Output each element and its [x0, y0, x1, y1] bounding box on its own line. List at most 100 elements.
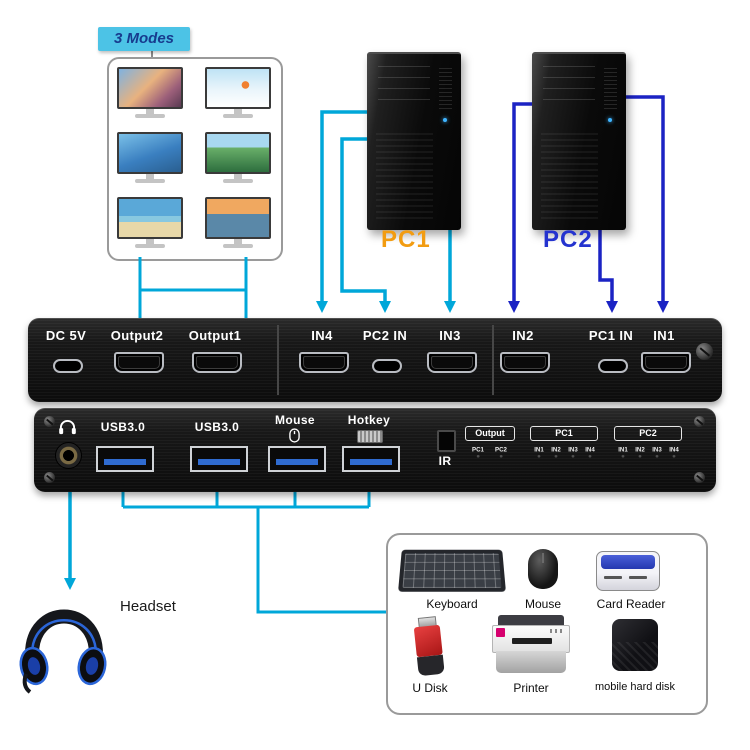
printer-body	[492, 625, 570, 653]
mobile-hard-disk-label: mobile hard disk	[594, 681, 676, 693]
led-pc2-in3: IN3	[652, 446, 662, 458]
screw-icon	[44, 416, 55, 427]
case-grille	[376, 133, 433, 220]
front-vents	[604, 68, 617, 112]
card-slot	[629, 576, 647, 579]
power-led	[443, 118, 447, 122]
monitor-stand	[146, 174, 154, 179]
u-disk-label: U Disk	[412, 681, 448, 695]
monitor-stand	[234, 239, 242, 244]
monitor-base	[223, 244, 253, 248]
panel-divider	[492, 325, 494, 395]
pc2-tower	[532, 52, 626, 230]
monitor-mode-2	[205, 67, 271, 118]
headset-image	[16, 590, 108, 703]
output2-label: Output2	[110, 328, 164, 343]
monitor-stand	[146, 109, 154, 114]
printer-accent	[496, 628, 505, 637]
monitor-stand	[146, 239, 154, 244]
mouse-icon	[289, 428, 300, 448]
pc1-wires	[316, 110, 456, 313]
front-vents	[439, 68, 452, 112]
headphone-icon	[58, 419, 77, 441]
output2-hdmi-port	[114, 352, 164, 373]
led-pc1-in1: IN1	[534, 446, 544, 458]
led-pc2-in2: IN2	[635, 446, 645, 458]
monitor-screen	[205, 67, 271, 109]
power-led	[608, 118, 612, 122]
screw-icon	[696, 343, 713, 360]
monitor-screen	[117, 197, 183, 239]
monitor-screen	[117, 67, 183, 109]
ir-label: IR	[438, 454, 452, 468]
hotkey-switch-icon	[357, 430, 383, 443]
monitor-base	[135, 114, 165, 118]
card-reader-top	[601, 555, 655, 569]
monitor-output-wires	[138, 257, 248, 320]
led-pc1-in4: IN4	[585, 446, 595, 458]
hotkey-usb-port	[342, 446, 400, 472]
keyboard-label: Keyboard	[426, 597, 478, 611]
led-group-pc2-title: PC2	[614, 426, 682, 441]
usb3-label-1: USB3.0	[100, 420, 146, 434]
monitor-base	[223, 114, 253, 118]
led-group-pc1-title: PC1	[530, 426, 598, 441]
kvm-front-panel: DC 5V Output2 Output1 IN4 PC2 IN IN3 IN2…	[28, 318, 722, 402]
pc1-in-usbc-port	[598, 359, 628, 373]
usb-peripherals-box: Keyboard Mouse Card Reader U Disk Printe…	[386, 533, 708, 715]
led-pc1-in3: IN3	[568, 446, 578, 458]
case-grille	[541, 133, 598, 220]
badge-connector-line	[151, 48, 153, 59]
mouse-port-label: Mouse	[274, 413, 316, 427]
pc2-wires	[508, 95, 669, 313]
card-reader-label: Card Reader	[596, 597, 666, 611]
in2-label: IN2	[512, 328, 534, 343]
printer-tray	[496, 651, 566, 673]
ir-receiver-port	[437, 430, 456, 452]
printer-output-slot	[512, 638, 552, 644]
screw-icon	[44, 472, 55, 483]
dc5v-label: DC 5V	[45, 328, 87, 343]
led-pc2-in4: IN4	[669, 446, 679, 458]
printer-label: Printer	[513, 681, 549, 695]
card-reader-image	[596, 551, 660, 591]
output1-hdmi-port	[192, 352, 242, 373]
headset-label: Headset	[120, 598, 176, 615]
monitor-base	[135, 179, 165, 183]
card-slot	[604, 576, 622, 579]
monitor-screen	[205, 197, 271, 239]
drive-bays	[378, 66, 430, 102]
monitor-stand	[234, 174, 242, 179]
audio-jack-port	[55, 442, 82, 469]
monitor-mode-5	[117, 197, 183, 248]
in2-hdmi-port	[500, 352, 550, 373]
screw-icon	[694, 472, 705, 483]
led-pc2-in1: IN1	[618, 446, 628, 458]
monitor-mode-4	[205, 132, 271, 183]
led-pc1-in2: IN2	[551, 446, 561, 458]
in3-hdmi-port	[427, 352, 477, 373]
in4-hdmi-port	[299, 352, 349, 373]
pc1-tower	[367, 52, 461, 230]
monitor-stand	[234, 109, 242, 114]
usb3-port-1	[96, 446, 154, 472]
led-output-pc1: PC1	[472, 446, 484, 458]
in3-label: IN3	[439, 328, 461, 343]
in1-hdmi-port	[641, 352, 691, 373]
led-group-output-title: Output	[465, 426, 515, 441]
printer-image	[492, 615, 570, 673]
in4-label: IN4	[311, 328, 333, 343]
usb3-label-2: USB3.0	[194, 420, 240, 434]
led-output-pc2: PC2	[495, 446, 507, 458]
hotkey-label: Hotkey	[347, 413, 391, 427]
in1-label: IN1	[653, 328, 675, 343]
pc2-in-label: PC2 IN	[362, 328, 408, 343]
pc1-in-label: PC1 IN	[588, 328, 634, 343]
mouse-label: Mouse	[524, 597, 562, 611]
monitor-screen	[117, 132, 183, 174]
mobile-hard-disk-image	[612, 619, 658, 671]
pc2-label: PC2	[543, 226, 593, 253]
printer-buttons	[550, 629, 564, 633]
